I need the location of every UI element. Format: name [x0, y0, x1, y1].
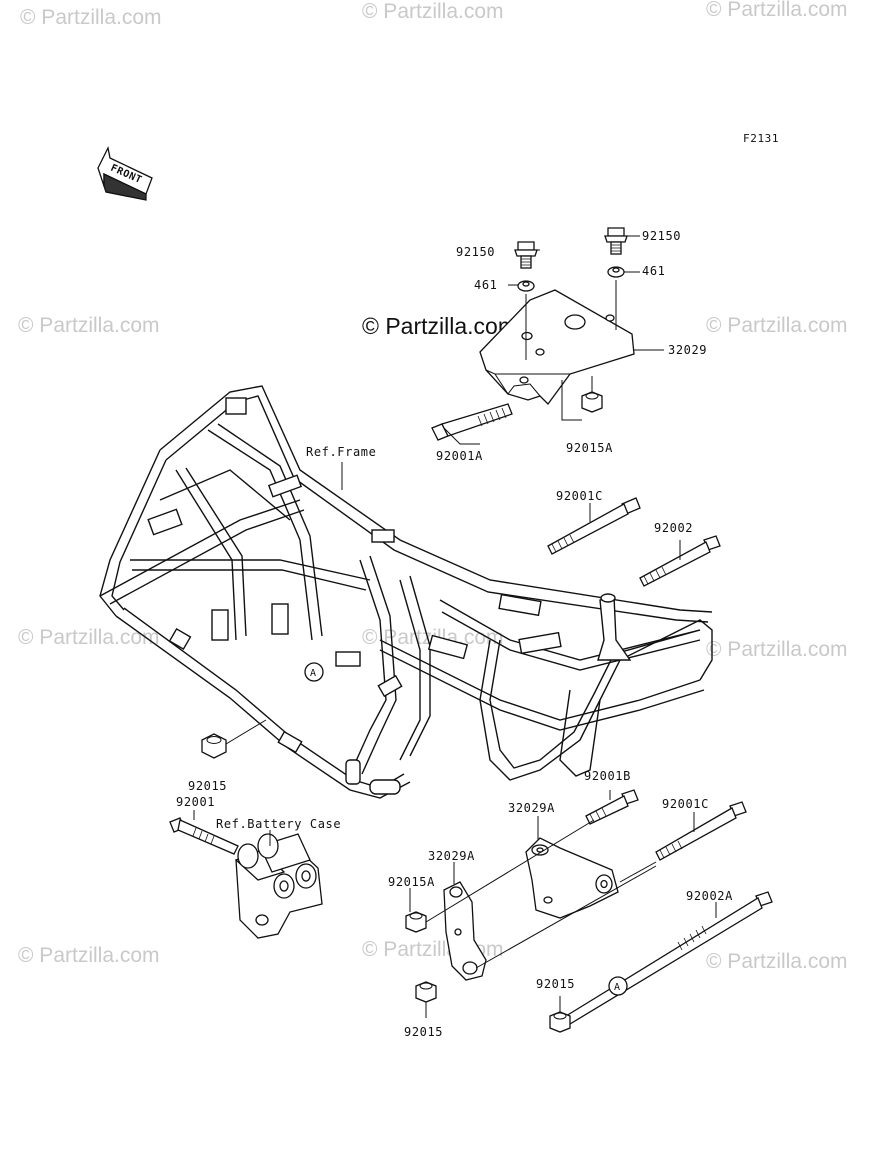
nut-92015A-bottom-icon — [405, 911, 427, 933]
bracket-32029A-upper-icon — [525, 837, 619, 919]
callout-A-bottom — [608, 976, 628, 996]
watermark-mid-left: © Partzilla.com — [18, 314, 160, 337]
watermark-top-right: © Partzilla.com — [706, 0, 848, 21]
bolt-92001C-bottom-icon — [655, 801, 747, 861]
label-92015-bottom-left: 92015 — [404, 1025, 443, 1039]
label-ref-frame: Ref.Frame — [306, 445, 376, 459]
upper-bracket-group — [431, 227, 664, 445]
watermark-lower-right: © Partzilla.com — [706, 638, 848, 661]
label-92015A-top: 92015A — [566, 441, 613, 455]
label-92001C-bottom: 92001C — [662, 797, 709, 811]
watermark-top-center: © Partzilla.com — [362, 0, 504, 23]
label-32029A-upper: 32029A — [508, 801, 555, 815]
nut-92015-left-icon — [201, 733, 227, 759]
frame-assembly: A — [99, 385, 713, 799]
nut-92015A-top-icon — [581, 391, 603, 413]
label-92015-left: 92015 — [188, 779, 227, 793]
bolt-92001B-icon — [585, 789, 639, 825]
label-92001: 92001 — [176, 795, 215, 809]
bolt-92002-icon — [639, 535, 721, 587]
bolt-92150-right-icon — [604, 227, 628, 255]
front-arrow-icon: FRONT — [97, 146, 153, 201]
diagram-code: F2131 — [743, 132, 779, 145]
label-92001B: 92001B — [584, 769, 631, 783]
watermark-mid-right: © Partzilla.com — [706, 314, 848, 337]
label-92001C-top: 92001C — [556, 489, 603, 503]
bracket-32029A-lower-icon — [443, 881, 487, 981]
bolt-92001C-top-icon — [547, 497, 641, 555]
washer-461-right-hole — [612, 267, 620, 273]
label-32029: 32029 — [668, 343, 707, 357]
bracket-32029-icon — [479, 289, 635, 405]
watermark-lower-left: © Partzilla.com — [18, 626, 160, 649]
bolt-92001A-icon — [431, 403, 513, 441]
callout-A-frame-letter: A — [310, 668, 317, 679]
callout-A-frame — [304, 662, 324, 682]
label-92002: 92002 — [654, 521, 693, 535]
watermarks: © Partzilla.com © Partzilla.com © Partzi… — [18, 0, 848, 973]
watermark-bottom-left: © Partzilla.com — [18, 944, 160, 967]
label-92015-bottom-right: 92015 — [536, 977, 575, 991]
label-461-left: 461 — [474, 278, 497, 292]
watermark-bottom-right: © Partzilla.com — [706, 950, 848, 973]
watermark-main: © Partzilla.com — [362, 313, 517, 339]
battery-case-bracket-icon — [234, 833, 323, 939]
watermark-top-left: © Partzilla.com — [20, 6, 162, 29]
label-92002A: 92002A — [686, 889, 733, 903]
callout-A-bottom-letter: A — [614, 982, 621, 993]
label-92150-right: 92150 — [642, 229, 681, 243]
label-32029A-lower: 32029A — [428, 849, 475, 863]
nut-92015-bottom-left-icon — [415, 981, 437, 1003]
label-92001A: 92001A — [436, 449, 483, 463]
washer-461-left-hole — [522, 281, 530, 287]
label-461-right: 461 — [642, 264, 665, 278]
label-ref-battery-case: Ref.Battery Case — [216, 817, 341, 831]
label-92015A-bottom: 92015A — [388, 875, 435, 889]
bolt-92001-icon — [169, 817, 239, 855]
bolt-92150-left-icon — [514, 241, 538, 269]
nut-92015-bottom-right-icon — [549, 1011, 571, 1033]
label-92150-left: 92150 — [456, 245, 495, 259]
